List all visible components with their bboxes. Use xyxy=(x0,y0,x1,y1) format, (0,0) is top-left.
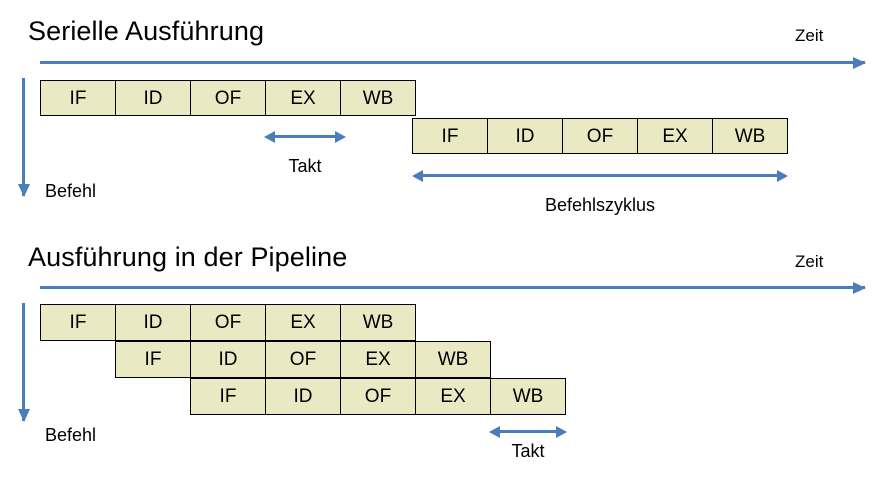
arrow-head-left-icon xyxy=(412,169,423,182)
serial-section-title: Serielle Ausführung xyxy=(28,16,265,46)
arrow-head-right-icon xyxy=(335,130,346,143)
serial-takt-label: Takt xyxy=(288,156,322,176)
pipeline-time-axis-label: Zeit xyxy=(795,252,824,271)
stage-cell-wb: WB xyxy=(415,341,491,378)
serial-time-axis-arrow xyxy=(40,61,865,64)
stage-cell-ex: EX xyxy=(340,341,416,378)
serial-instruction-axis-arrow xyxy=(22,78,25,196)
stage-cell-id: ID xyxy=(190,341,266,378)
stage-cell-wb: WB xyxy=(490,378,566,415)
arrow-bar xyxy=(273,135,337,138)
serial-instruction-axis-label: Befehl xyxy=(45,181,97,201)
stage-cell-of: OF xyxy=(562,118,638,154)
serial-time-axis-label: Zeit xyxy=(795,26,824,45)
arrow-bar xyxy=(498,430,558,433)
stage-cell-id: ID xyxy=(115,80,191,116)
pipeline-instruction-axis-label: Befehl xyxy=(45,425,97,445)
arrow-head-right-icon xyxy=(777,169,788,182)
stage-cell-if: IF xyxy=(412,118,488,154)
serial-befehlszyklus-label: Befehlszyklus xyxy=(544,195,656,215)
stage-cell-of: OF xyxy=(190,80,266,116)
pipeline-section-title: Ausführung in der Pipeline xyxy=(28,242,348,272)
arrow-head-left-icon xyxy=(264,130,275,143)
pipeline-takt-label: Takt xyxy=(511,441,545,461)
stage-cell-id: ID xyxy=(265,378,341,415)
stage-cell-ex: EX xyxy=(265,80,341,116)
serial-instruction-row-2: IF ID OF EX WB xyxy=(412,118,788,154)
stage-cell-of: OF xyxy=(190,304,266,341)
stage-cell-if: IF xyxy=(115,341,191,378)
pipeline-takt-measure-arrow xyxy=(489,425,567,438)
pipeline-time-axis-arrow xyxy=(40,286,865,289)
stage-cell-wb: WB xyxy=(340,80,416,116)
pipeline-instruction-axis-arrow xyxy=(22,303,25,421)
serial-instruction-row-1: IF ID OF EX WB xyxy=(40,80,416,116)
stage-cell-id: ID xyxy=(487,118,563,154)
arrow-head-left-icon xyxy=(489,425,500,438)
stage-cell-ex: EX xyxy=(265,304,341,341)
serial-befehlszyklus-measure-arrow xyxy=(412,169,788,182)
serial-takt-measure-arrow xyxy=(264,130,346,143)
stage-cell-id: ID xyxy=(115,304,191,341)
stage-cell-wb: WB xyxy=(340,304,416,341)
arrow-bar xyxy=(421,174,779,177)
arrow-head-right-icon xyxy=(556,425,567,438)
stage-cell-of: OF xyxy=(265,341,341,378)
stage-cell-wb: WB xyxy=(712,118,788,154)
pipeline-instruction-row-3: IF ID OF EX WB xyxy=(190,378,566,415)
stage-cell-of: OF xyxy=(340,378,416,415)
stage-cell-ex: EX xyxy=(637,118,713,154)
stage-cell-if: IF xyxy=(190,378,266,415)
stage-cell-if: IF xyxy=(40,304,116,341)
stage-cell-ex: EX xyxy=(415,378,491,415)
pipeline-instruction-row-2: IF ID OF EX WB xyxy=(115,341,491,378)
pipeline-instruction-row-1: IF ID OF EX WB xyxy=(40,304,416,341)
stage-cell-if: IF xyxy=(40,80,116,116)
